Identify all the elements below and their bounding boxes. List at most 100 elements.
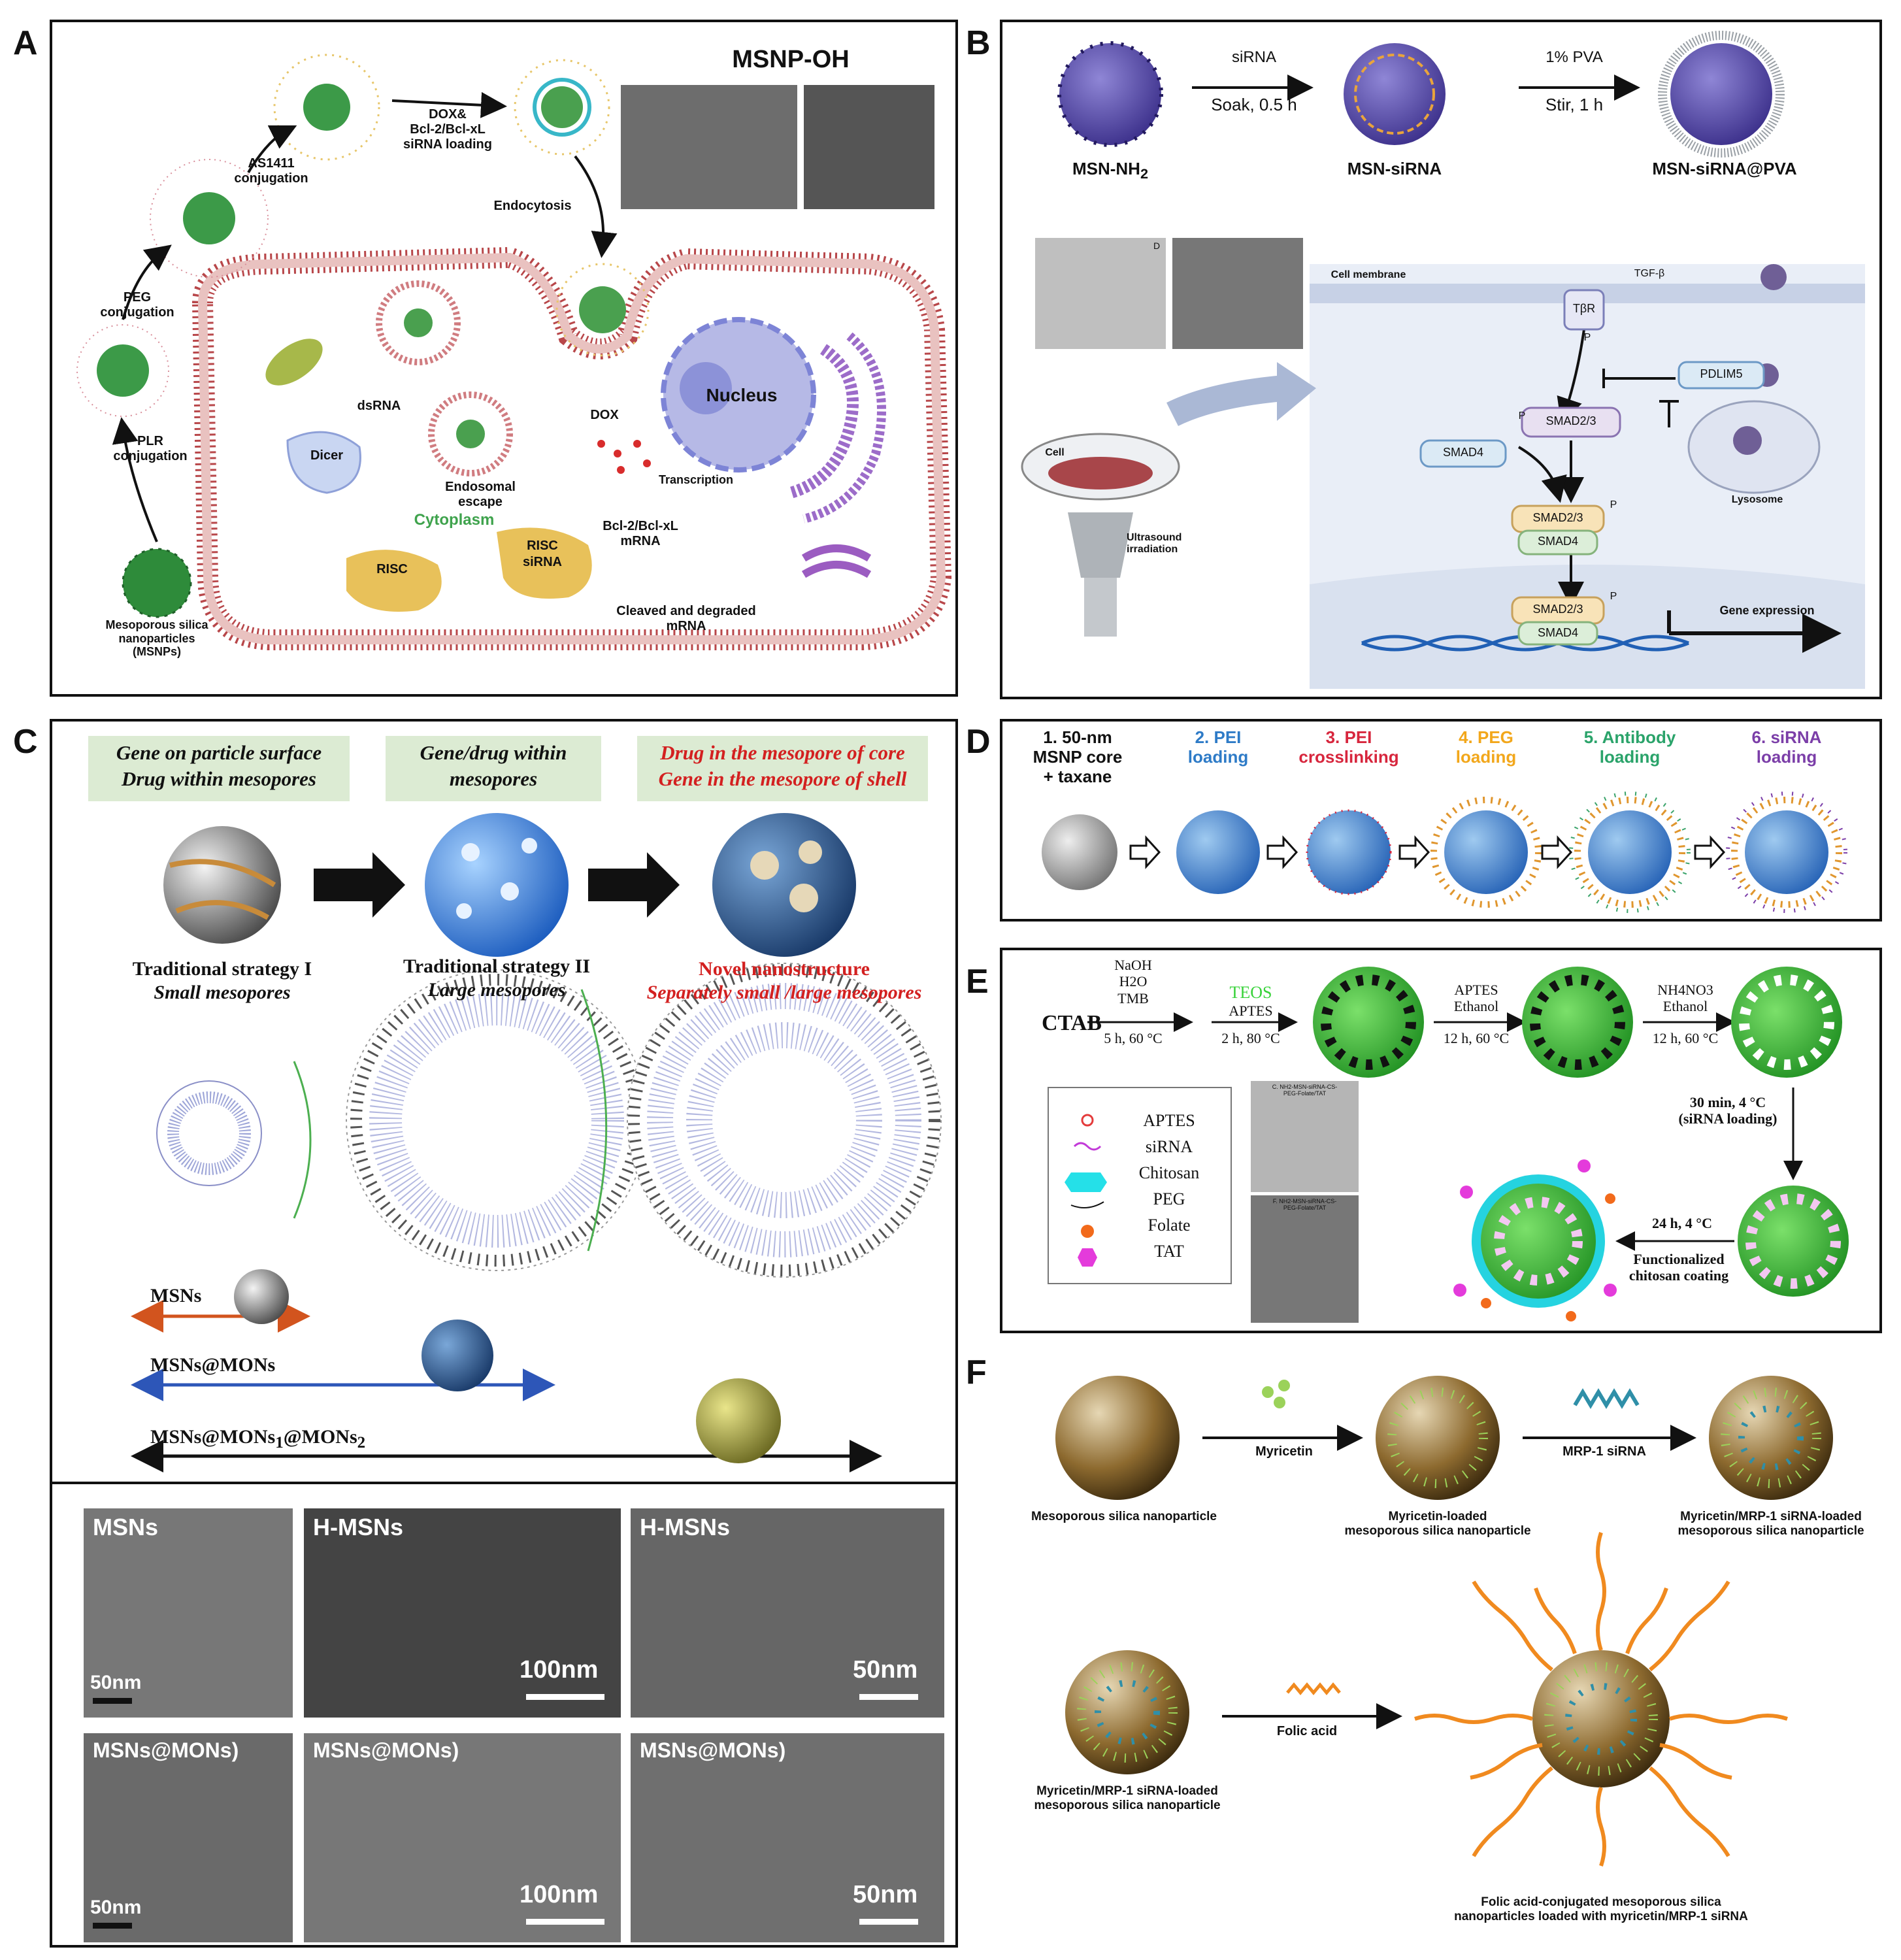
phospho-complex: P	[1610, 499, 1617, 510]
myricetin-dot	[1262, 1386, 1274, 1398]
scale-bar	[859, 1694, 918, 1700]
cytoplasm-label: Cytoplasm	[414, 511, 495, 529]
strategy-2-sphere	[425, 813, 569, 957]
pva-step-top: 1% PVA	[1546, 48, 1603, 66]
d-step-3: 3. PEI crosslinking	[1298, 727, 1399, 767]
tat-dot	[1578, 1159, 1591, 1172]
msns-mons-scale-label: MSNs@MONs	[150, 1354, 276, 1376]
scale-bar	[93, 1698, 132, 1704]
as1411-particle	[303, 84, 350, 131]
myricetin-sirna-caption-2: Myricetin/MRP-1 siRNA-loaded mesoporous …	[1034, 1784, 1221, 1812]
msn-nh2-particle	[1059, 43, 1161, 145]
sirna-loading-sphere	[1745, 810, 1828, 894]
msnps-label: Mesoporous silica nanoparticles (MSNPs)	[105, 618, 208, 659]
strategy-3-box: Drug in the mesopore of core Gene in the…	[637, 736, 928, 801]
risc-label: RISC	[376, 562, 408, 576]
smad23-node	[1521, 407, 1621, 438]
d-step-4: 4. PEG loading	[1455, 727, 1517, 767]
complex-smad4-label: SMAD4	[1537, 535, 1578, 548]
dicer-label: Dicer	[310, 448, 344, 463]
d-step-6: 6. siRNA loading	[1751, 727, 1822, 767]
msnp-core-sphere	[1042, 814, 1117, 890]
msn-sirna-label: MSN-siRNA	[1347, 159, 1442, 178]
msn-sem-image	[1172, 238, 1303, 349]
scale-label: 50nm	[90, 1672, 142, 1693]
e-step2-bottom: 2 h, 80 °C	[1221, 1030, 1280, 1046]
folate-dot	[1605, 1193, 1615, 1204]
phospho-tbr: P	[1583, 332, 1591, 343]
er-shape	[789, 344, 859, 499]
scale-bar	[526, 1694, 604, 1700]
folic-acid-label: Folic acid	[1276, 1724, 1338, 1738]
e-step4-bottom: 12 h, 60 °C	[1652, 1030, 1719, 1046]
cells-in-dish	[1048, 457, 1153, 490]
mrna-label: Bcl-2/Bcl-xL mRNA	[603, 519, 678, 548]
ultrasound-label: Ultrasound irradiation	[1127, 532, 1182, 556]
pva-step-bottom: Stir, 1 h	[1545, 95, 1604, 114]
panel-c: Gene on particle surface Drug within mes…	[50, 719, 958, 1948]
scale-label: 100nm	[520, 1656, 599, 1684]
scale-bar	[859, 1919, 918, 1925]
panel-label-e: E	[966, 963, 989, 1001]
arrow-strategy-1-2	[314, 852, 405, 918]
panel-label-c: C	[13, 723, 38, 761]
scale-label: 100nm	[520, 1881, 599, 1908]
bracket-1	[293, 1061, 312, 1219]
msns-mons-mons-small-sphere	[696, 1378, 781, 1463]
nucleus-label: Nucleus	[706, 385, 778, 405]
msn-sirna-pva-label: MSN-siRNA@PVA	[1652, 159, 1797, 178]
dox-dot	[614, 450, 621, 457]
nuclear-smad4-label: SMAD4	[1537, 626, 1578, 639]
risc-sirna-shape	[497, 527, 592, 599]
micrograph-label: MSNs	[93, 1514, 159, 1540]
legend-folate: Folate	[1148, 1216, 1191, 1235]
e-step3-top: APTES Ethanol	[1453, 982, 1499, 1015]
as1411-conjugation-label: AS1411 conjugation	[234, 156, 308, 186]
e-particle-final	[1472, 1174, 1605, 1308]
e-step1-top: NaOH H2O TMB	[1114, 957, 1152, 1006]
dox-loading-label: DOX& Bcl-2/Bcl-xL siRNA loading	[403, 107, 492, 152]
micrograph-label: H-MSNs	[313, 1514, 404, 1540]
myricetin-dot	[1278, 1380, 1290, 1391]
tgf-beta-label: TGF-β	[1634, 268, 1665, 279]
arrow-d1	[1129, 835, 1161, 869]
micrograph-hmsns-sem-2: H-MSNs 50nm	[631, 1508, 944, 1718]
panel-label-f: F	[966, 1354, 987, 1391]
legend-tat: TAT	[1154, 1242, 1184, 1261]
scale-bar	[93, 1923, 132, 1929]
ctab-label: CTAB	[1042, 1011, 1102, 1035]
plr-conjugation-label: PLR conjugation	[113, 434, 188, 463]
panel-a-drawing	[76, 54, 952, 650]
msn-tem-image: D	[1035, 238, 1166, 349]
arrow-d5	[1694, 835, 1726, 869]
tem-caption-f: F. NH2-MSN-siRNA-CS- PEG-Folate/TAT	[1272, 1198, 1337, 1212]
e-step5: 30 min, 4 °C (siRNA loading)	[1678, 1094, 1777, 1127]
micrograph-msns-mons-sem-2: MSNs@MONs) 50nm	[631, 1733, 944, 1942]
cell-label: Cell	[1045, 447, 1065, 458]
arrow-strategy-2-3	[588, 852, 680, 918]
strategy-1-sphere	[163, 826, 281, 944]
mrp1-label: MRP-1 siRNA	[1562, 1444, 1646, 1459]
strategy-3-sub: Separately small /large mesopores	[646, 982, 922, 1003]
final-sphere	[1532, 1650, 1670, 1787]
dox-dot	[597, 440, 605, 448]
phospho-nuclear: P	[1610, 591, 1617, 602]
tbr-label: TβR	[1572, 302, 1596, 315]
tbr-receptor	[1563, 289, 1605, 331]
msn-plain-sphere	[1055, 1376, 1180, 1500]
sirna-step-bottom: Soak, 0.5 h	[1211, 95, 1297, 114]
arrow-d2	[1266, 835, 1298, 869]
dox-dot	[633, 440, 641, 448]
micrograph-label: MSNs@MONs)	[640, 1738, 786, 1762]
endosomal-escape-label: Endosomal escape	[445, 480, 516, 509]
tat-dot	[1453, 1284, 1466, 1297]
dox-dot	[643, 459, 651, 467]
mitochondrion	[265, 339, 323, 386]
peg-loading-sphere	[1444, 810, 1528, 894]
cleaved-mrna-label: Cleaved and degraded mRNA	[616, 604, 756, 633]
membrane-particle	[1760, 264, 1787, 290]
panel-a: MSNP-OH PLR conjugation PEG conjugation …	[50, 20, 958, 697]
e-step6-bottom: Functionalized chitosan coating	[1628, 1251, 1729, 1284]
msns-scale-label: MSNs	[150, 1285, 202, 1306]
panel-e: CTAB NaOH H2O TMB 5 h, 60 °C TEOS APTES …	[1000, 948, 1882, 1333]
